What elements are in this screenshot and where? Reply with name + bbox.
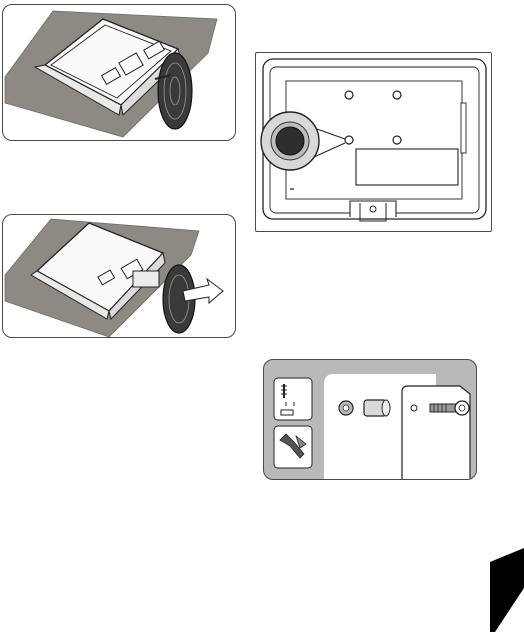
figure-stand-removal <box>2 214 236 338</box>
figure-rear-panel <box>255 52 492 232</box>
mount-hole-icon <box>345 91 353 99</box>
mount-hole-icon <box>393 91 401 99</box>
figure-tv-on-cloth <box>2 4 236 141</box>
mount-hole-icon <box>393 136 401 144</box>
mount-hole-icon <box>345 136 353 144</box>
page-edge-tab <box>490 548 524 632</box>
stand-removal-illustration <box>3 215 236 338</box>
figure-mount-screw <box>263 359 477 480</box>
screw-assembly-illustration <box>264 360 477 480</box>
rear-panel-illustration <box>256 53 492 232</box>
tv-face-down-illustration <box>3 5 236 141</box>
